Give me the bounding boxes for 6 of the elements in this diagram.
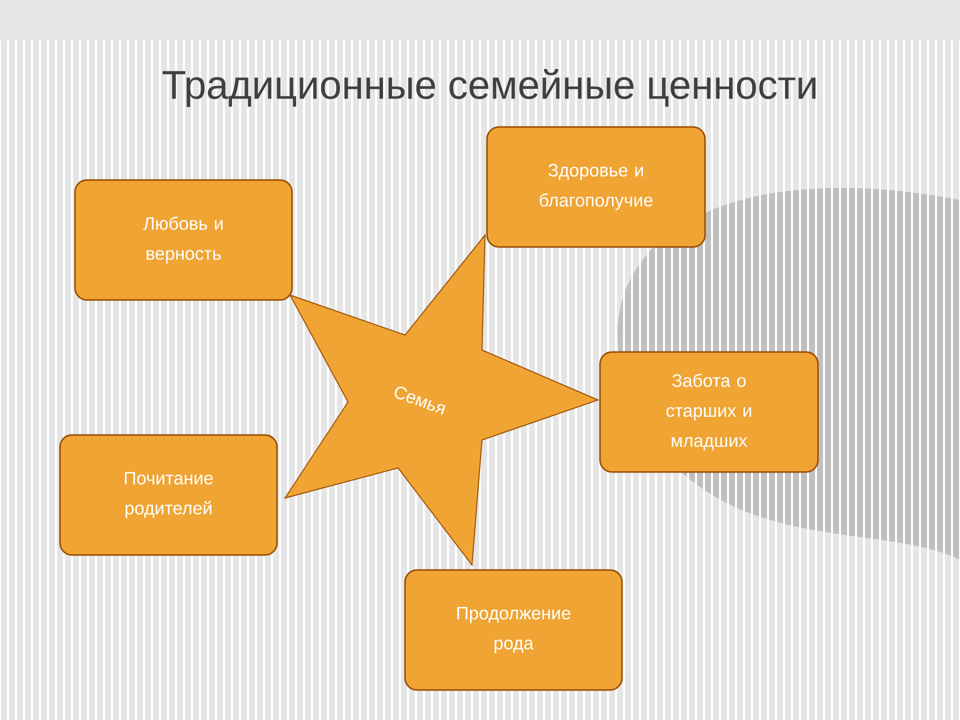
value-box: Любовь и верность <box>74 179 293 301</box>
value-box: Здоровье и благополучие <box>486 126 706 248</box>
value-box: Почитание родителей <box>59 434 278 556</box>
value-box: Продолжение рода <box>404 569 623 691</box>
title: Традиционные семейные ценности <box>162 69 816 107</box>
value-box: Забота о старших и младших <box>599 351 819 473</box>
